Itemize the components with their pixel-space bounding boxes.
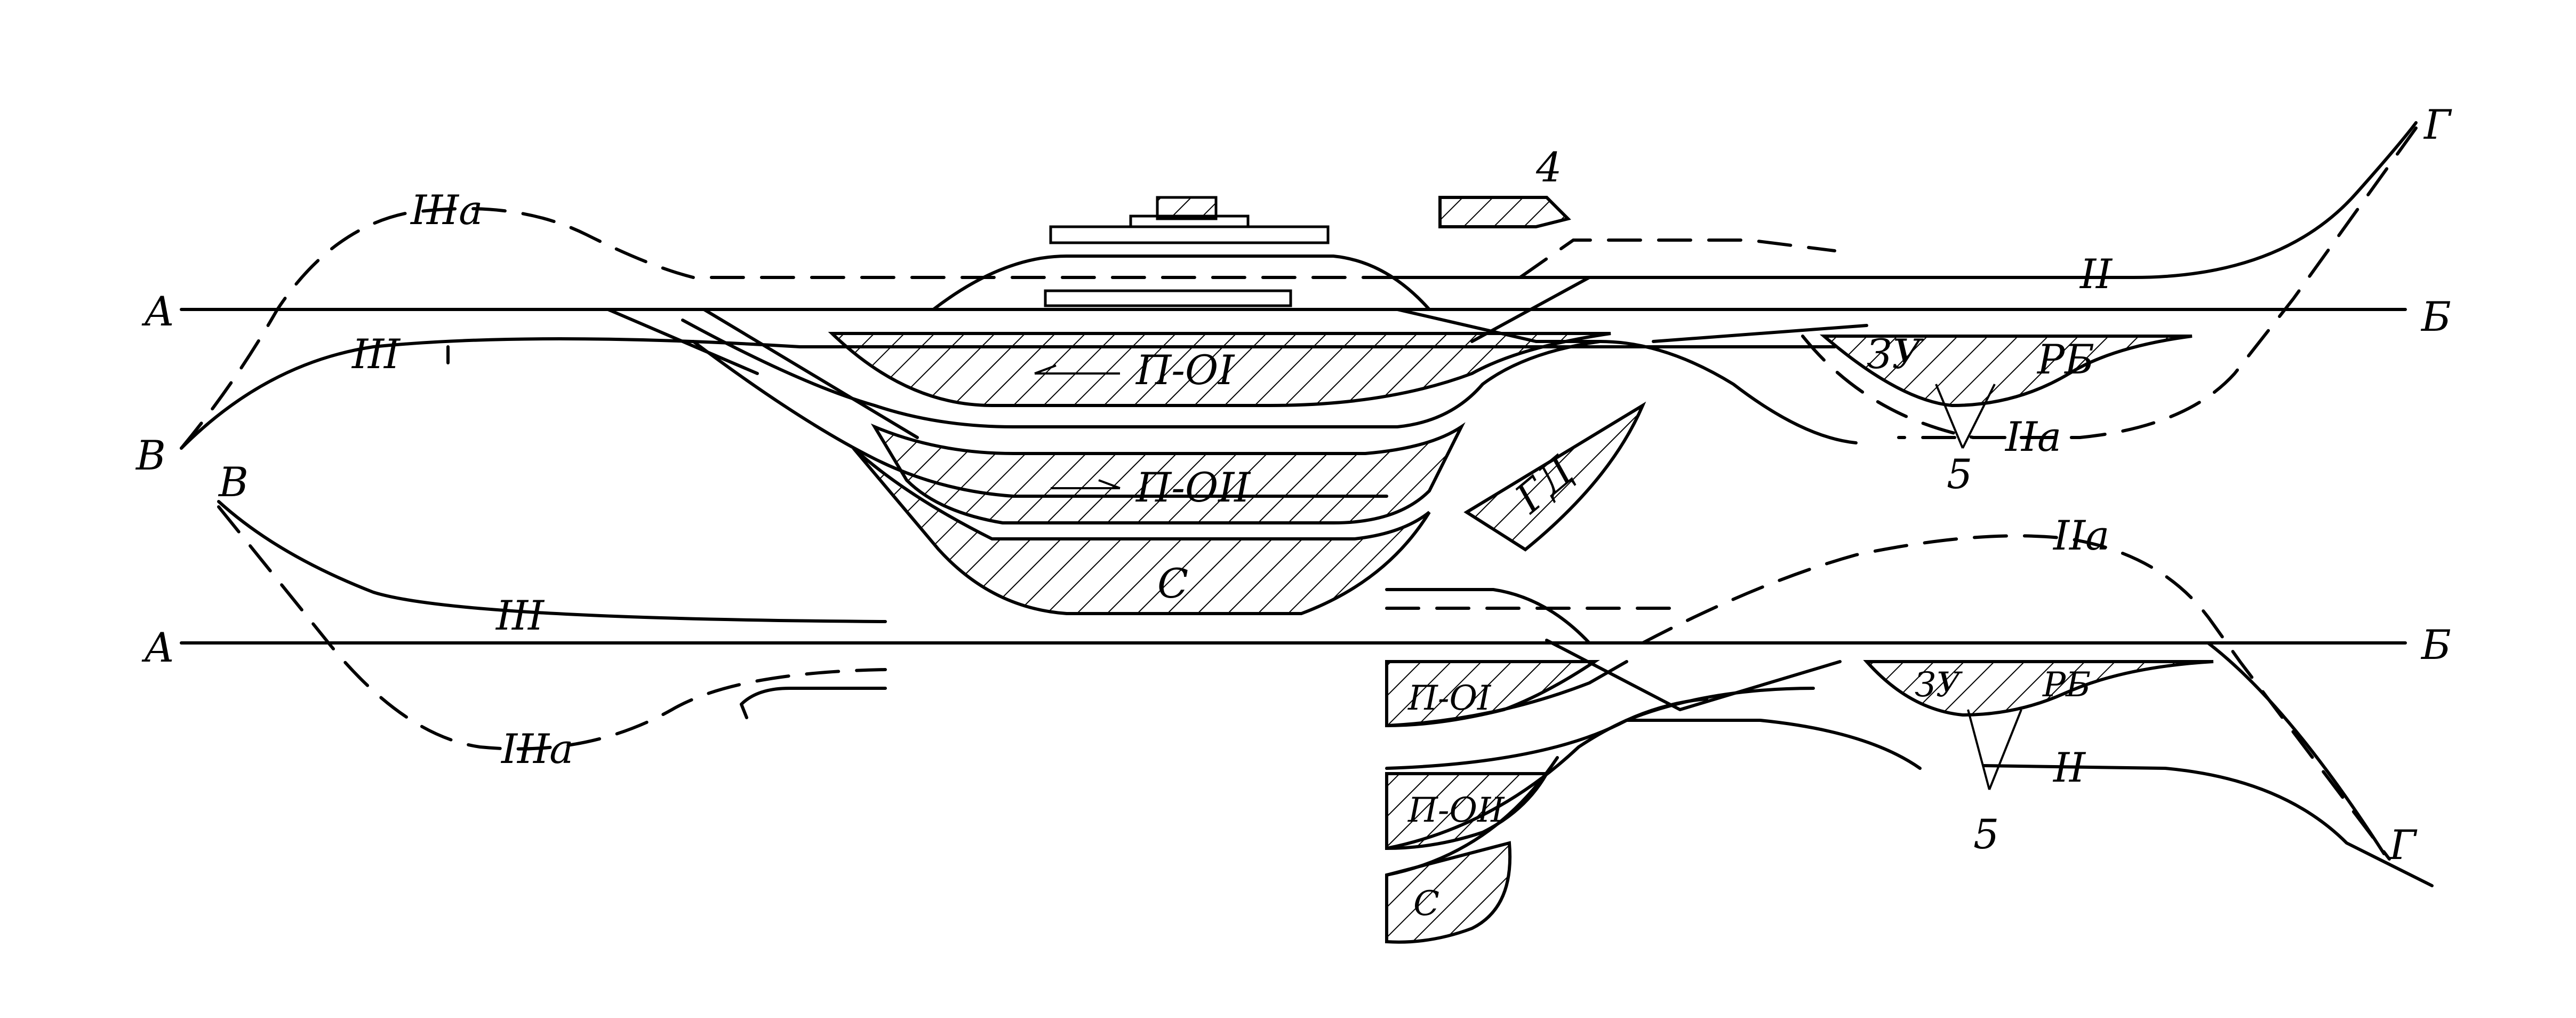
top-label-rb: РБ xyxy=(2036,336,2094,383)
bottom-scheme: А Б В Г III IIIа II IIа П-ОI П-ОII С ЗУ … xyxy=(141,458,2451,944)
bottom-yard-p-oii xyxy=(1385,772,1550,850)
bottom-label-s: С xyxy=(1413,884,1439,924)
platform-2 xyxy=(1049,225,1330,244)
bottom-line-iiia[interactable] xyxy=(217,505,887,751)
top-label-a: А xyxy=(141,288,175,335)
bottom-line-iia[interactable] xyxy=(1641,534,2391,861)
bottom-label-v: В xyxy=(218,458,249,506)
top-label-v: В xyxy=(135,432,166,479)
bottom-spur-tick xyxy=(740,703,748,719)
bottom-line-iii xyxy=(217,500,887,623)
top-track-4-dashed xyxy=(1518,238,1836,279)
top-crossover-3 xyxy=(1396,308,1602,343)
bottom-yard-zu-rb xyxy=(1863,660,2214,717)
top-arrow-p-oii xyxy=(1051,479,1121,489)
bottom-label-g: Г xyxy=(2388,821,2418,869)
bottom-yard-line-1 xyxy=(1385,660,1628,727)
top-crossover-2 xyxy=(606,308,759,375)
bottom-arrow-5 xyxy=(1967,709,2022,790)
bottom-label-rb: РБ xyxy=(2042,665,2091,705)
top-arrow-5 xyxy=(1935,384,1996,449)
bottom-label-iia: IIа xyxy=(2052,512,2109,559)
top-label-iia: IIа xyxy=(2004,413,2061,460)
top-label-zu: ЗУ xyxy=(1867,330,1924,378)
platform-3 xyxy=(1044,289,1292,307)
top-yard-line-3 xyxy=(1598,340,1858,444)
top-line-iiia[interactable] xyxy=(180,207,1410,450)
bottom-label-ii: II xyxy=(2052,744,2086,791)
bottom-line-ii xyxy=(1982,764,2434,887)
bottom-label-iii: III xyxy=(495,592,545,639)
top-label-b: Б xyxy=(2420,293,2451,340)
bottom-label-a: А xyxy=(141,624,175,671)
top-track-upper xyxy=(932,254,1431,311)
top-crossover-1 xyxy=(702,308,919,439)
top-yard-s xyxy=(852,447,1431,615)
bottom-label-iiia: IIIа xyxy=(500,725,573,773)
top-yard-line-2 xyxy=(692,340,1388,498)
bottom-track-cross xyxy=(1545,639,1842,711)
top-label-ii: II xyxy=(2079,250,2113,298)
top-yard-line-1 xyxy=(681,319,1602,428)
top-label-g: Г xyxy=(2423,101,2452,148)
top-item-4 xyxy=(1438,196,1571,228)
top-label-iiia: IIIа xyxy=(410,186,483,234)
top-label-5: 5 xyxy=(1947,450,1972,498)
top-line-ii xyxy=(1385,121,2418,279)
top-yard-zu-rb xyxy=(1819,335,2193,408)
top-scheme: А Б В Г IIIа III II IIа П-ОI П-ОII С ГД … xyxy=(135,101,2452,615)
bottom-track-1 xyxy=(1385,588,1591,645)
top-label-4: 4 xyxy=(1535,144,1562,191)
top-yard-gd xyxy=(1463,401,1646,552)
top-arrow-p-oi xyxy=(1034,364,1120,375)
bottom-yard-line-4 xyxy=(1385,756,1559,877)
top-yard-p-oii xyxy=(870,422,1466,524)
bottom-yard-s xyxy=(1385,841,1512,944)
top-line-track xyxy=(1652,324,1868,343)
bottom-label-zu: ЗУ xyxy=(1915,665,1963,705)
bottom-g-diag xyxy=(2206,641,2386,855)
top-line-iia[interactable] xyxy=(1801,335,2082,439)
bottom-track-right xyxy=(1625,719,1922,770)
bottom-label-p-oii: П-ОII xyxy=(1407,791,1505,830)
top-label-iii: III xyxy=(351,330,401,378)
top-label-s: С xyxy=(1157,560,1188,607)
top-crossover-4 xyxy=(1470,276,1591,343)
bottom-yard-line-3 xyxy=(1385,697,1708,850)
top-line-g-dashed[interactable] xyxy=(1897,126,2418,439)
bottom-spur-left xyxy=(740,687,887,706)
top-yard-p-oi xyxy=(828,332,1611,407)
bottom-label-5: 5 xyxy=(1973,810,1999,858)
top-label-p-oii: П-ОII xyxy=(1135,464,1251,511)
bottom-label-b: Б xyxy=(2420,621,2451,669)
bottom-label-p-oi: П-ОI xyxy=(1407,679,1492,718)
top-label-p-oi: П-ОI xyxy=(1135,346,1235,394)
top-line-iii xyxy=(180,337,1836,450)
